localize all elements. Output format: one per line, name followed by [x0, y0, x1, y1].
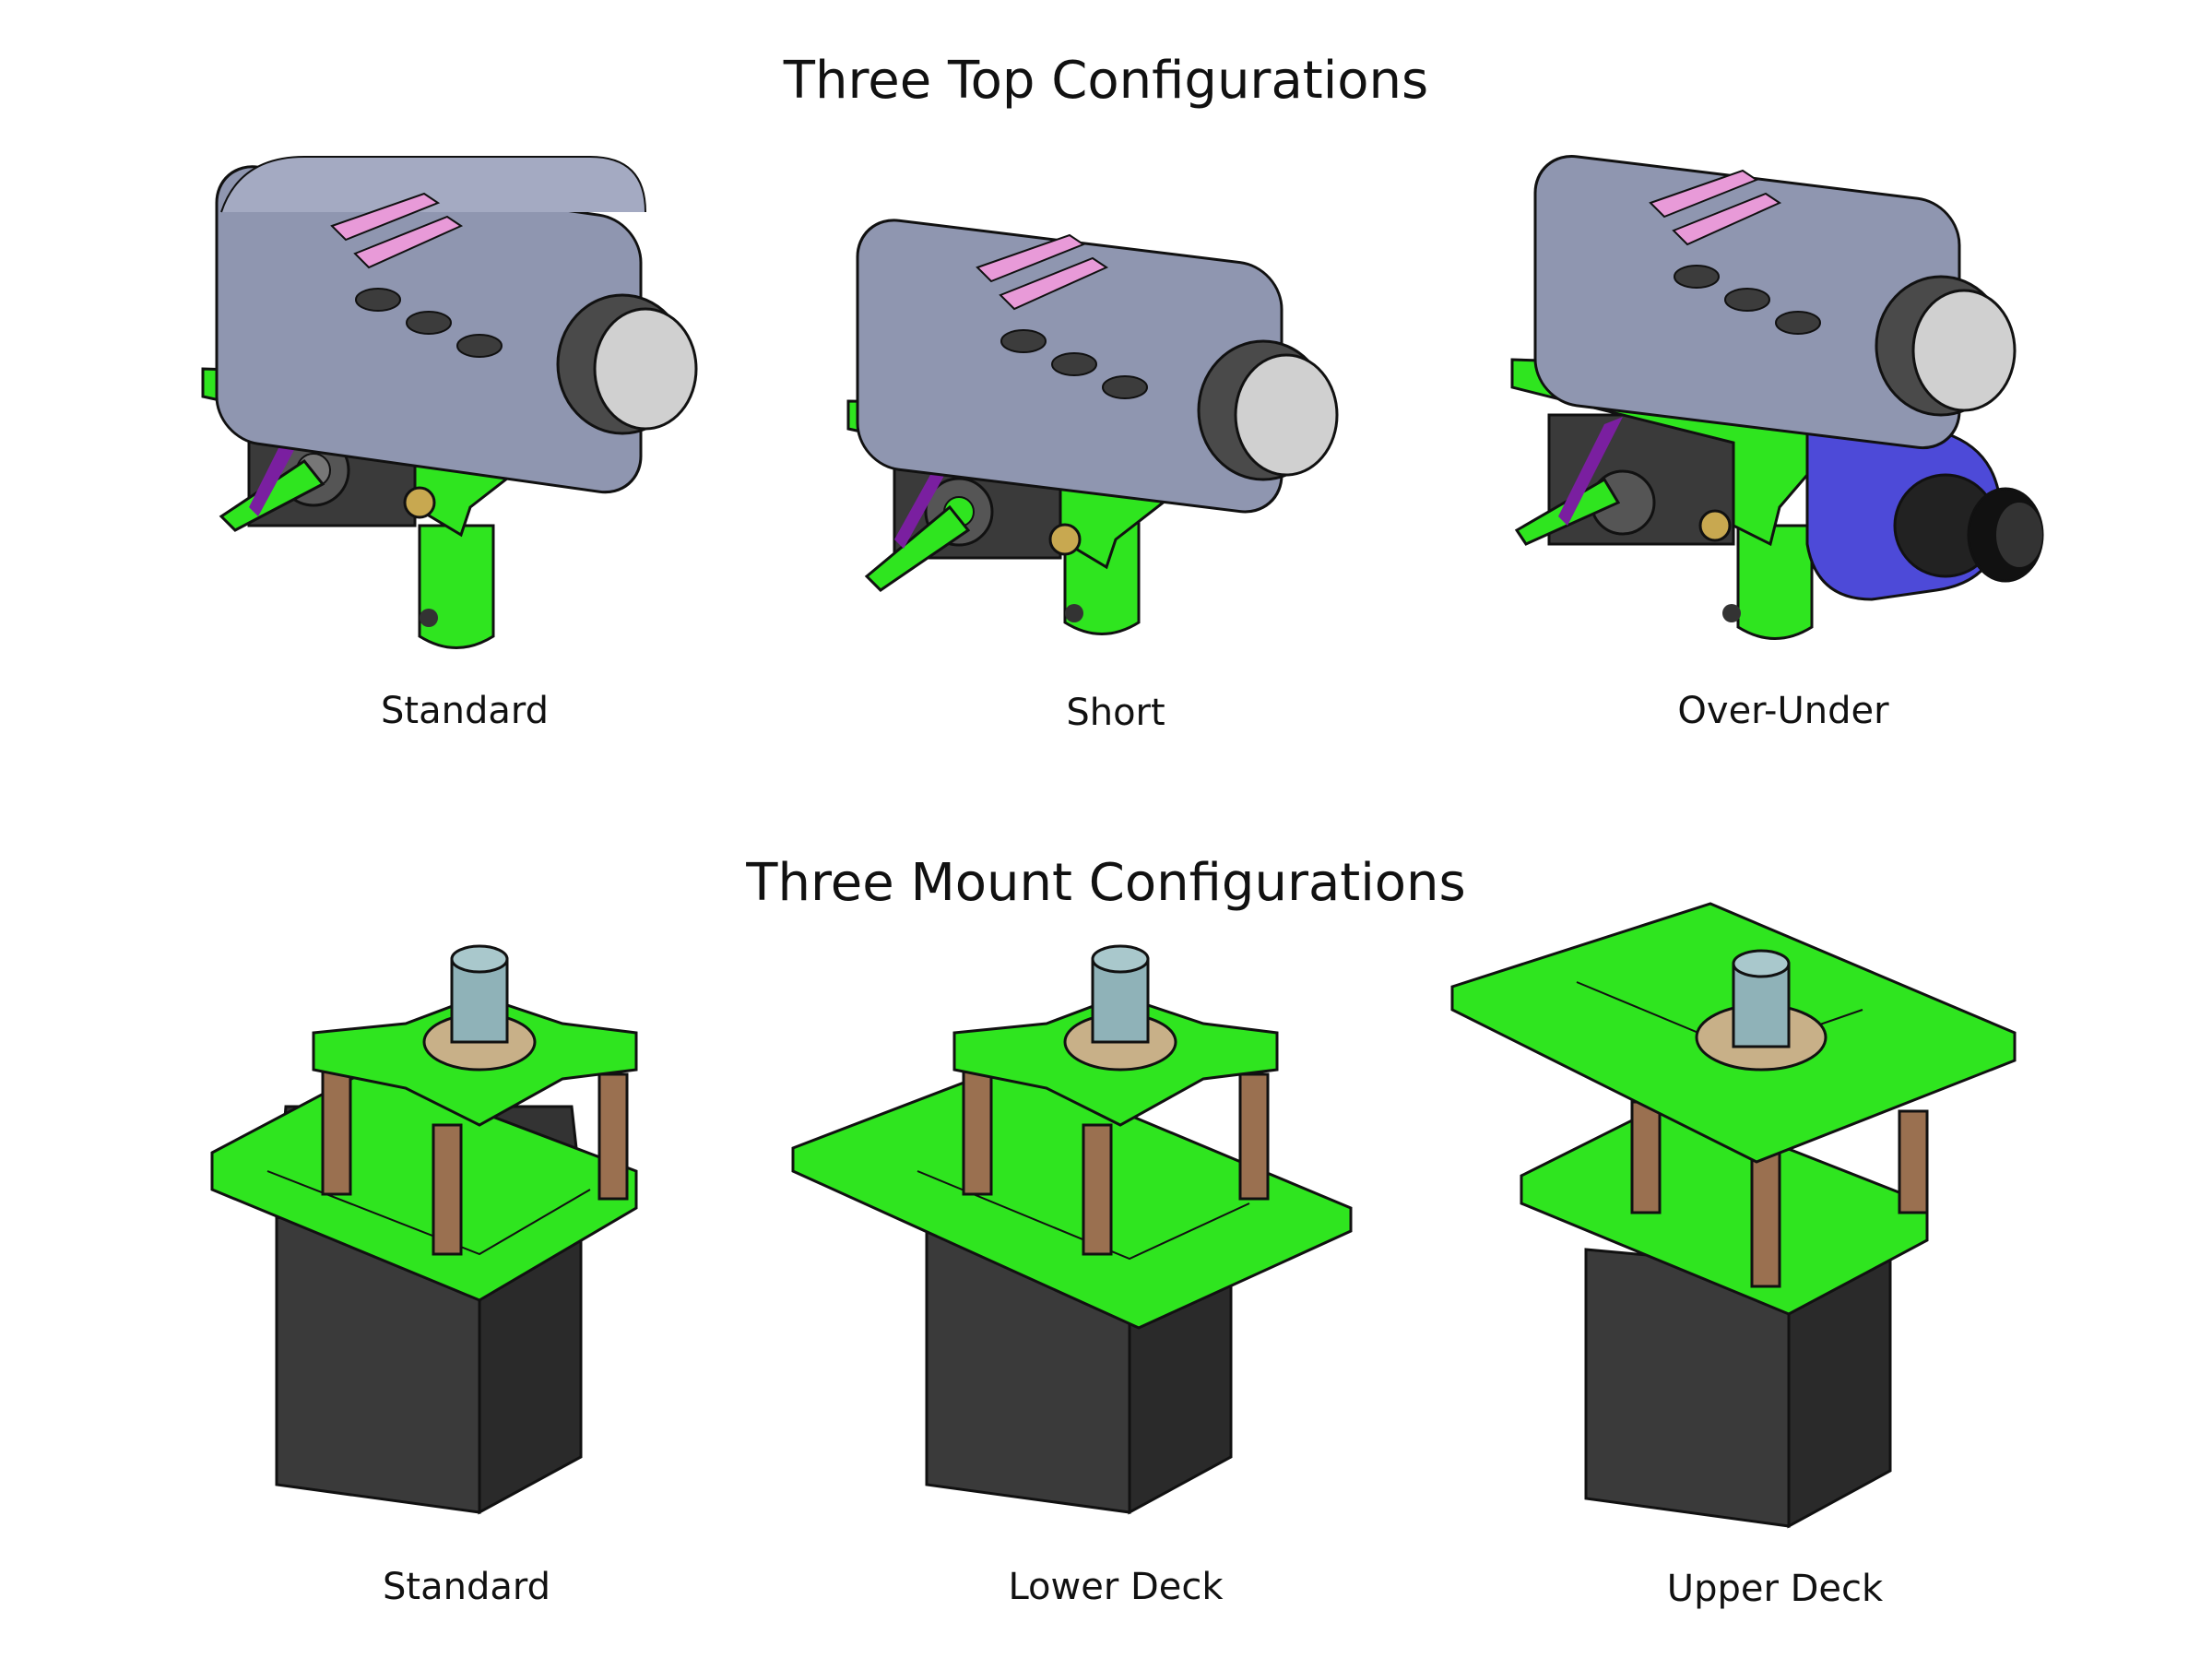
mount-lower-deck-illustration [791, 944, 1353, 1515]
mount-standard-caption: Standard [383, 1566, 550, 1608]
mount-lower-deck-figure [788, 941, 1360, 1540]
mount-lower-deck-caption: Lower Deck [1008, 1566, 1224, 1608]
mount-standard-illustration [210, 944, 638, 1515]
top-standard-caption: Standard [381, 690, 549, 732]
top-short-caption: Short [1066, 692, 1165, 734]
top-over-under-caption: Over-Under [1677, 690, 1889, 732]
top-over-under-figure [1503, 138, 2056, 673]
mount-upper-deck-illustration [1450, 902, 2017, 1529]
top-configurations-title: Three Top Configurations [783, 51, 1429, 111]
top-standard-illustration [201, 156, 698, 649]
mount-configurations-title: Three Mount Configurations [746, 853, 1466, 913]
mount-standard-figure [203, 941, 664, 1540]
mount-upper-deck-figure [1448, 899, 2038, 1545]
top-standard-figure [184, 138, 719, 673]
top-short-figure [830, 207, 1346, 669]
top-short-illustration [846, 219, 1339, 635]
top-over-under-illustration [1510, 154, 2044, 640]
mount-upper-deck-caption: Upper Deck [1666, 1568, 1884, 1610]
